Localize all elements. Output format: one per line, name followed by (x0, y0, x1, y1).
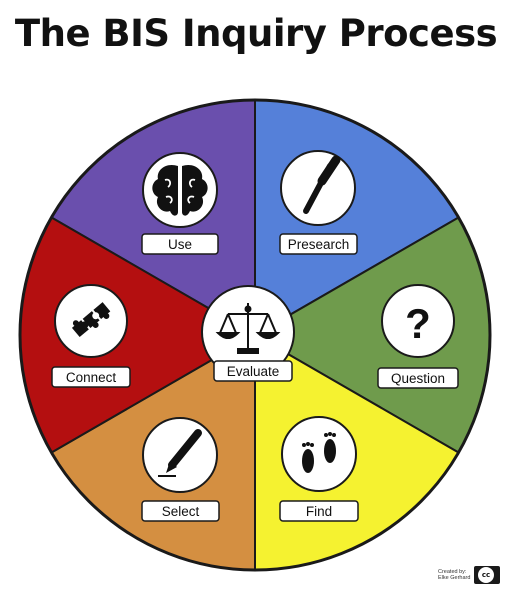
credit-line-2: Elke Gerhard (438, 575, 471, 581)
segment-label-connect: Connect (66, 370, 117, 385)
credit-line-1: Created by: (438, 569, 467, 575)
center-hub[interactable] (201, 285, 295, 379)
center-label-evaluate: Evaluate (227, 364, 280, 379)
footprints-icon (281, 416, 357, 492)
label-box-find: Find (279, 500, 359, 522)
label-box-connect: Connect (51, 366, 131, 388)
segment-label-select: Select (162, 504, 200, 519)
cc-icon: cc (478, 567, 494, 583)
label-box-evaluate: Evaluate (213, 360, 293, 382)
label-box-select: Select (141, 500, 220, 522)
diagram-title: The BIS Inquiry Process (14, 12, 498, 55)
segment-label-presearch: Presearch (288, 237, 350, 252)
telescope-icon (280, 150, 356, 226)
label-box-use: Use (141, 233, 219, 255)
cc-license-badge[interactable]: cc (474, 566, 500, 584)
segment-label-find: Find (306, 504, 332, 519)
credit-text: Created by: Elke Gerhard (438, 569, 470, 581)
segment-label-question: Question (391, 371, 445, 386)
balance-scale-icon (215, 303, 281, 354)
wheel-outline (18, 98, 492, 572)
brain-icon (142, 152, 218, 228)
pen-icon (142, 417, 218, 493)
puzzle-icon (54, 284, 128, 358)
question-mark-icon: ? (381, 284, 455, 358)
svg-text:?: ? (405, 300, 431, 347)
segment-label-use: Use (168, 237, 192, 252)
label-box-presearch: Presearch (279, 233, 358, 255)
label-box-question: Question (377, 367, 459, 389)
